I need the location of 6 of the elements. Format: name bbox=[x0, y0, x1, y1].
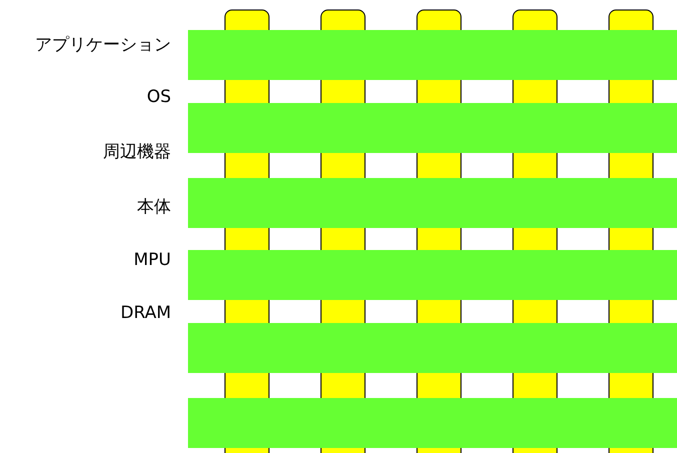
layer-label: DRAM bbox=[120, 303, 171, 323]
layer-label: MPU bbox=[134, 250, 171, 270]
layer-label: OS bbox=[146, 87, 171, 107]
layer-label: 周辺機器 bbox=[103, 142, 171, 162]
layer-label: 本体 bbox=[137, 197, 171, 217]
layer-label: アプリケーション bbox=[35, 35, 171, 55]
